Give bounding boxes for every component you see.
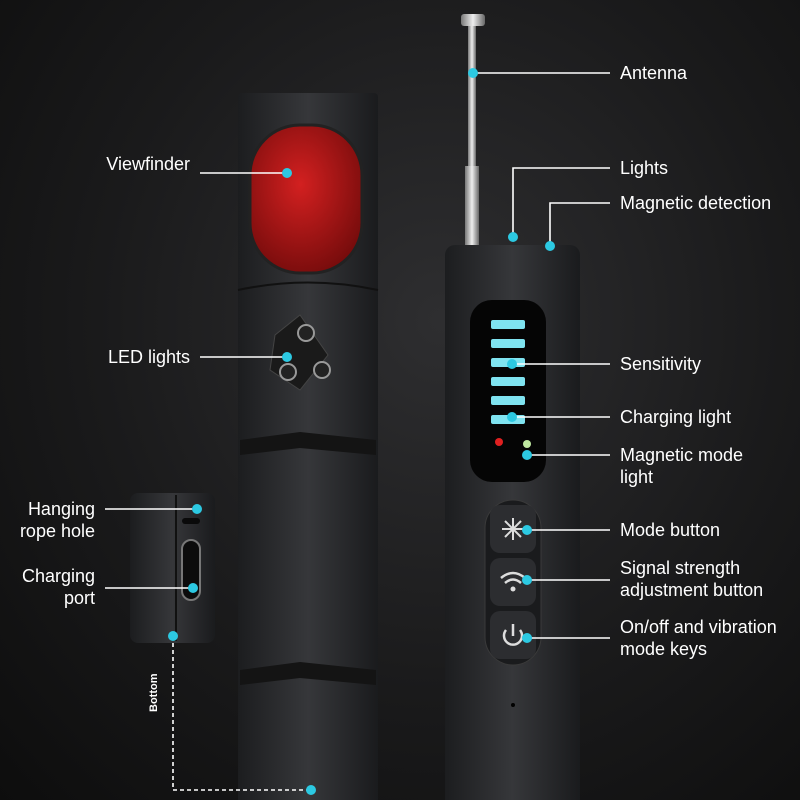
label-line: mode keys: [620, 639, 708, 659]
signal-button-shape: [490, 558, 536, 606]
label-line: rope hole: [19, 521, 95, 541]
label-bottom: Bottom: [148, 673, 160, 713]
viewfinder-device: [237, 93, 379, 800]
viewfinder-lens: [248, 123, 364, 275]
label-line: Magnetic mode: [620, 445, 744, 465]
leader-lines: [105, 72, 610, 791]
label-signal-strength: Signal strength adjustment button: [620, 557, 763, 601]
label-sensitivity: Sensitivity: [620, 354, 702, 374]
sensitivity-level-bar: [491, 377, 525, 386]
mode-sun-icon: [502, 518, 524, 540]
label-antenna: Antenna: [620, 63, 688, 83]
detector-device: [445, 245, 580, 800]
label-magnetic-mode-light: Magnetic mode light: [620, 444, 743, 488]
label-line: On/off and vibration: [620, 617, 777, 637]
antenna: [461, 14, 485, 250]
wifi-icon: [500, 571, 526, 584]
label-line: Hanging: [27, 499, 95, 519]
label-line: adjustment button: [620, 580, 764, 600]
label-line: port: [63, 588, 95, 608]
label-hanging-rope-hole: Hanging rope hole: [20, 498, 95, 542]
device-bottom-view: [130, 493, 215, 643]
magnetic-mode-led: [523, 440, 531, 448]
label-line: light: [620, 467, 654, 487]
label-onoff-keys: On/off and vibration mode keys: [620, 616, 777, 660]
sensitivity-level-bar: [491, 339, 525, 348]
label-viewfinder: Viewfinder: [106, 154, 190, 174]
sensitivity-level-bar: [491, 320, 525, 329]
sensitivity-level-bars: [491, 320, 525, 424]
display-panel: [470, 300, 546, 482]
callout-dots: [168, 68, 555, 795]
label-lights: Lights: [620, 158, 669, 178]
label-mode-button: Mode button: [620, 520, 721, 540]
label-led-lights: LED lights: [107, 347, 190, 367]
label-magnetic-detection: Magnetic detection: [620, 193, 772, 213]
label-line: Signal strength: [620, 558, 741, 578]
charging-led: [495, 438, 503, 446]
power-icon: [502, 624, 524, 646]
label-charging-light: Charging light: [620, 407, 732, 427]
label-charging-port: Charging port: [22, 565, 95, 609]
sensitivity-level-bar: [491, 396, 525, 405]
label-line: Charging: [21, 566, 95, 586]
